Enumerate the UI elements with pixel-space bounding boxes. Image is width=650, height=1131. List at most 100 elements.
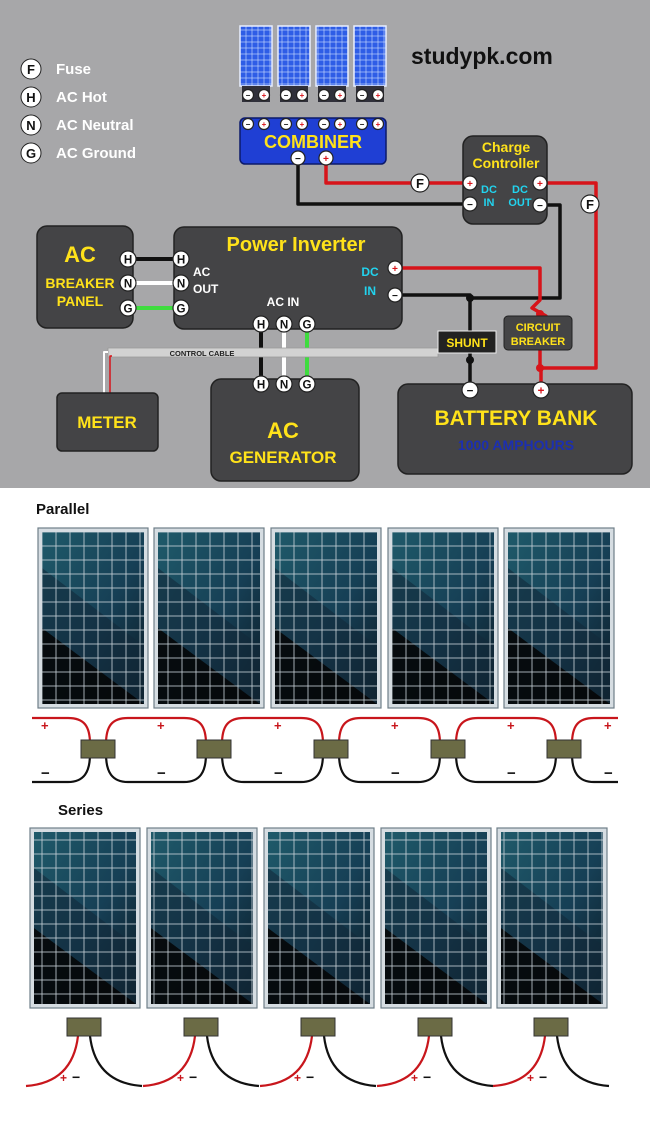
- svg-text:N: N: [26, 118, 35, 133]
- combiner-label: COMBINER: [264, 132, 362, 152]
- legend-ac-neutral: N AC Neutral: [20, 114, 134, 136]
- solar-panel: [153, 527, 265, 709]
- junction-box: [183, 1017, 219, 1037]
- junction-box: [66, 1017, 102, 1037]
- svg-text:−: −: [467, 200, 473, 211]
- panel-negative-terminal: −: [279, 88, 293, 102]
- svg-text:−: −: [284, 120, 289, 129]
- svg-text:IN: IN: [364, 284, 376, 298]
- ac-generator: AC GENERATOR: [210, 378, 360, 482]
- svg-text:+: +: [467, 179, 473, 190]
- solar-panel: [270, 527, 382, 709]
- svg-text:N: N: [280, 378, 288, 391]
- legend-fuse: F Fuse: [20, 58, 91, 80]
- combiner-positive-input: +: [371, 117, 385, 131]
- series-positive-lead: [25, 1035, 80, 1088]
- junction-box: [417, 1017, 453, 1037]
- svg-text:+: +: [376, 91, 381, 100]
- svg-text:−: −: [322, 120, 327, 129]
- junction-box: [196, 739, 232, 759]
- svg-text:METER: METER: [77, 413, 137, 432]
- negative-sign: −: [274, 765, 283, 782]
- positive-sign: +: [527, 1071, 534, 1085]
- series-title: Series: [58, 802, 103, 819]
- svg-text:AC Hot: AC Hot: [56, 89, 107, 106]
- svg-text:G: G: [302, 378, 311, 391]
- series-positive-lead: [259, 1035, 314, 1088]
- inverter-out-ground-terminal: G: [172, 299, 190, 317]
- svg-text:AC: AC: [193, 265, 211, 279]
- cc-in-positive-terminal: +: [462, 175, 478, 191]
- svg-text:H: H: [26, 90, 35, 105]
- series-negative-lead: [322, 1035, 377, 1088]
- svg-text:DC: DC: [512, 184, 528, 196]
- svg-text:−: −: [322, 91, 327, 100]
- combiner-negative-input: −: [279, 117, 293, 131]
- positive-sign: +: [274, 718, 282, 733]
- parallel-panels: +−+−+−+−+−+−: [32, 527, 618, 784]
- shunt: SHUNT: [437, 330, 497, 354]
- solar-panel: [387, 527, 499, 709]
- svg-text:−: −: [284, 91, 289, 100]
- combiner-negative-input: −: [317, 117, 331, 131]
- svg-text:BREAKER: BREAKER: [45, 275, 114, 291]
- solar-panel: [380, 827, 492, 1009]
- panel-ground-terminal: G: [119, 299, 137, 317]
- svg-text:SHUNT: SHUNT: [446, 336, 488, 350]
- series-negative-lead: [555, 1035, 610, 1088]
- positive-sign: +: [157, 718, 165, 733]
- negative-sign: −: [72, 1069, 80, 1085]
- negative-sign: −: [306, 1069, 314, 1085]
- combiner-negative-input: −: [355, 117, 369, 131]
- solar-panel: [146, 827, 258, 1009]
- svg-text:AC Ground: AC Ground: [56, 145, 136, 162]
- control-cable-meter-drop: [103, 351, 108, 393]
- panel-neutral-terminal: N: [119, 274, 137, 292]
- panel-positive-terminal: +: [333, 88, 347, 102]
- inverter-out-neutral-terminal: N: [172, 274, 190, 292]
- series-negative-lead: [439, 1035, 494, 1088]
- svg-text:+: +: [338, 120, 343, 129]
- svg-text:G: G: [26, 146, 36, 161]
- combiner-negative-input: −: [241, 117, 255, 131]
- svg-text:IN: IN: [484, 197, 495, 209]
- positive-sign: +: [294, 1071, 301, 1085]
- svg-text:+: +: [262, 91, 267, 100]
- power-inverter: Power Inverter AC OUT AC IN DC IN: [173, 226, 403, 330]
- svg-text:G: G: [176, 302, 185, 315]
- series-positive-lead: [142, 1035, 197, 1088]
- svg-text:+: +: [323, 154, 329, 165]
- legend-ac-ground: G AC Ground: [20, 142, 136, 164]
- panel-negative-terminal: −: [355, 88, 369, 102]
- svg-text:BREAKER: BREAKER: [511, 336, 565, 348]
- svg-text:F: F: [27, 62, 35, 77]
- svg-text:+: +: [262, 120, 267, 129]
- junction-box: [80, 739, 116, 759]
- svg-text:−: −: [246, 91, 251, 100]
- svg-text:OUT: OUT: [193, 282, 219, 296]
- inverter-in-neutral-terminal: N: [275, 315, 293, 333]
- svg-text:F: F: [586, 197, 594, 212]
- battery-bank: BATTERY BANK 1000 AMPHOURS: [397, 383, 633, 475]
- svg-text:1000 AMPHOURS: 1000 AMPHOURS: [458, 437, 574, 453]
- wire-cc-out-negative: [470, 203, 562, 300]
- svg-text:−: −: [360, 120, 365, 129]
- meter: METER: [56, 392, 159, 452]
- svg-text:H: H: [257, 318, 265, 331]
- solar-panel: [263, 827, 375, 1009]
- cc-in-negative-terminal: −: [462, 196, 478, 212]
- inverter-in-hot-terminal: H: [252, 315, 270, 333]
- svg-text:BATTERY BANK: BATTERY BANK: [435, 407, 598, 430]
- ac-breaker-panel: AC BREAKER PANEL: [36, 225, 134, 329]
- inverter-dc-positive-terminal: +: [387, 260, 403, 276]
- negative-sign: −: [189, 1069, 197, 1085]
- positive-sign: +: [507, 718, 515, 733]
- generator-hot-terminal: H: [252, 375, 270, 393]
- fuse-icon: F: [580, 194, 600, 214]
- svg-text:G: G: [123, 302, 132, 315]
- svg-text:DC: DC: [481, 184, 497, 196]
- svg-text:AC Neutral: AC Neutral: [56, 117, 134, 134]
- junction-box: [546, 739, 582, 759]
- series-negative-lead: [88, 1035, 143, 1088]
- series-positive-lead: [492, 1035, 547, 1088]
